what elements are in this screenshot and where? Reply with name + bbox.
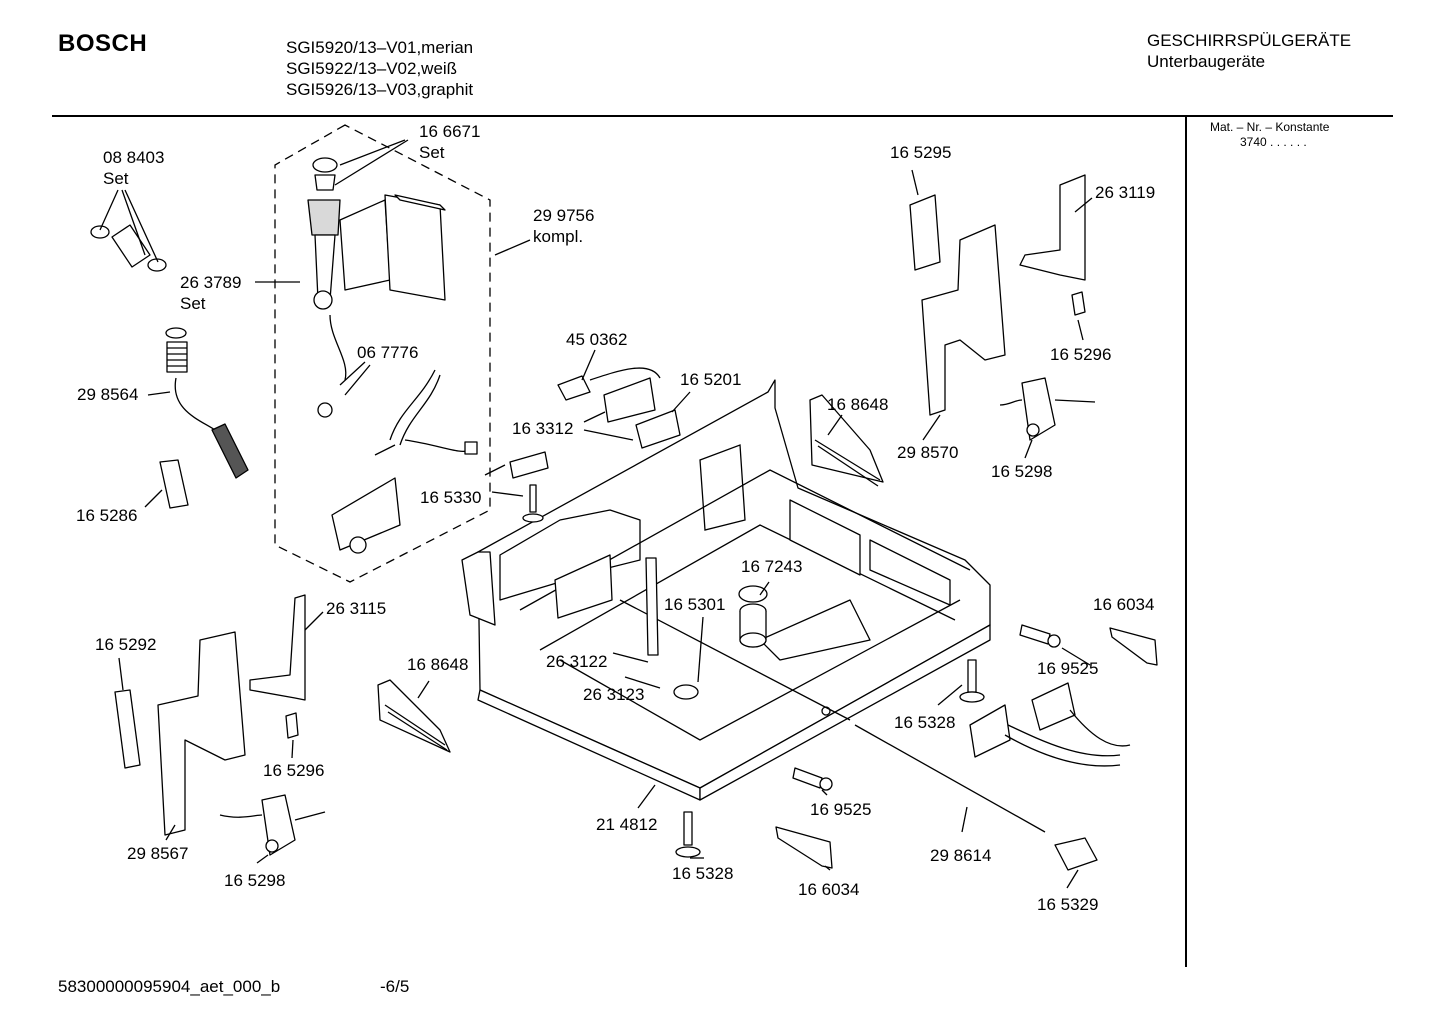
category-block: GESCHIRRSPÜLGERÄTE Unterbaugeräte (1147, 30, 1351, 72)
door-hinge-part (999, 377, 1096, 441)
callout-label: 45 0362 (566, 330, 627, 349)
callout-label: 16 7243 (741, 557, 802, 576)
callout-label: Set (419, 143, 445, 162)
callout-label: 29 8567 (127, 844, 188, 863)
callout-label: 16 5292 (95, 635, 156, 654)
clip-part (159, 459, 189, 509)
screw-part (522, 484, 544, 523)
callout-label: 16 9525 (1037, 659, 1098, 678)
callout-label: 16 5296 (263, 761, 324, 780)
callout-label: 16 6034 (1093, 595, 1154, 614)
bolt-part (792, 767, 833, 791)
callout-label: 06 7776 (357, 343, 418, 362)
relay-part (635, 409, 681, 449)
cable-duct-part (1109, 627, 1158, 666)
header-divider (52, 115, 1393, 117)
assembly-group-outline (274, 124, 491, 583)
callout-label: 16 5328 (672, 864, 733, 883)
bracket-part (285, 712, 299, 739)
callout-label: 16 5301 (664, 595, 725, 614)
callout-label: 16 8648 (407, 655, 468, 674)
material-number-label: Mat. – Nr. – Konstante (1210, 120, 1330, 134)
callout-label: 29 8614 (930, 846, 991, 865)
inlet-hose-part (165, 327, 249, 479)
callout-label: 16 5328 (894, 713, 955, 732)
model-line: SGI5922/13–V02,weiß (286, 59, 458, 78)
bracket-part (909, 194, 941, 271)
wiring-harness-part (969, 682, 1131, 767)
callout-label: 16 3312 (512, 419, 573, 438)
callout-label: 16 5286 (76, 506, 137, 525)
bracket-part (1071, 291, 1086, 316)
callout-label: 16 5298 (991, 462, 1052, 481)
callout-label: 16 5295 (890, 143, 951, 162)
bolt-part (1019, 624, 1061, 648)
category-title: GESCHIRRSPÜLGERÄTE (1147, 31, 1352, 50)
callout-label: 08 8403 (103, 148, 164, 167)
sump-ring-part (738, 585, 768, 603)
mounting-bracket-part (921, 224, 1006, 416)
callout-label: 16 6034 (798, 880, 859, 899)
cable-connector-part (557, 367, 661, 423)
spring-coil (814, 439, 881, 487)
callout-label: 16 5298 (224, 871, 285, 890)
bracket-part (1019, 174, 1086, 281)
hinge-spring-part (377, 679, 451, 753)
callout-label: 16 5329 (1037, 895, 1098, 914)
base-tub-part (461, 379, 991, 801)
callout-label: 16 9525 (810, 800, 871, 819)
switch-part (509, 451, 549, 479)
rod-part (854, 724, 1046, 833)
callout-label: Set (180, 294, 206, 313)
cap-part (1054, 837, 1098, 871)
model-list: SGI5920/13–V01,merian SGI5922/13–V02,wei… (286, 37, 473, 100)
level-sensor-part (331, 477, 401, 554)
document-code: 58300000095904_aet_000_b (58, 977, 281, 996)
callout-label: 29 8564 (77, 385, 138, 404)
callout-label: 21 4812 (596, 815, 657, 834)
door-hinge-part (219, 794, 326, 856)
callout-label: 26 3122 (546, 652, 607, 671)
callout-label: 16 5330 (420, 488, 481, 507)
callout-label: 29 9756 (533, 206, 594, 225)
callout-label: 26 3119 (1095, 183, 1155, 202)
drain-hose-part (374, 369, 478, 456)
callout-label: 16 5296 (1050, 345, 1111, 364)
model-line: SGI5926/13–V03,graphit (286, 80, 474, 99)
brand-logo: BOSCH (58, 30, 148, 57)
float-disc-part (673, 684, 699, 700)
callout-label: 16 8648 (827, 395, 888, 414)
side-panel-divider (1185, 115, 1187, 967)
category-subtitle: Unterbaugeräte (1147, 52, 1266, 71)
mounting-bracket-part (157, 631, 246, 836)
callout-label: 26 3115 (326, 599, 386, 618)
model-line: SGI5920/13–V01,merian (286, 38, 474, 57)
callout-label: 16 6671 (419, 122, 480, 141)
leader-lines (99, 139, 1093, 889)
hinge-spring-part (809, 394, 884, 483)
callout-label: 26 3123 (583, 685, 644, 704)
callout-label: 16 5201 (680, 370, 741, 389)
callout-label: Set (103, 169, 129, 188)
foot-screw-part (675, 811, 701, 858)
material-number-value: 3740 . . . . . . (1240, 135, 1307, 149)
drain-pump-part (307, 157, 446, 418)
cable-duct-part (775, 826, 833, 869)
bracket-part (249, 594, 306, 701)
impeller-part (739, 603, 767, 648)
page-number: -6/5 (380, 977, 410, 996)
foot-screw-part (959, 659, 985, 703)
callout-label: 26 3789 (180, 273, 241, 292)
callout-label: kompl. (533, 227, 583, 246)
hose-clamp-part (90, 224, 167, 272)
bracket-part (114, 689, 141, 769)
callout-labels: 08 8403 Set 16 6671 Set 29 9756 kompl. 2… (76, 122, 1155, 914)
spring-coil (384, 704, 448, 751)
callout-label: 29 8570 (897, 443, 958, 462)
